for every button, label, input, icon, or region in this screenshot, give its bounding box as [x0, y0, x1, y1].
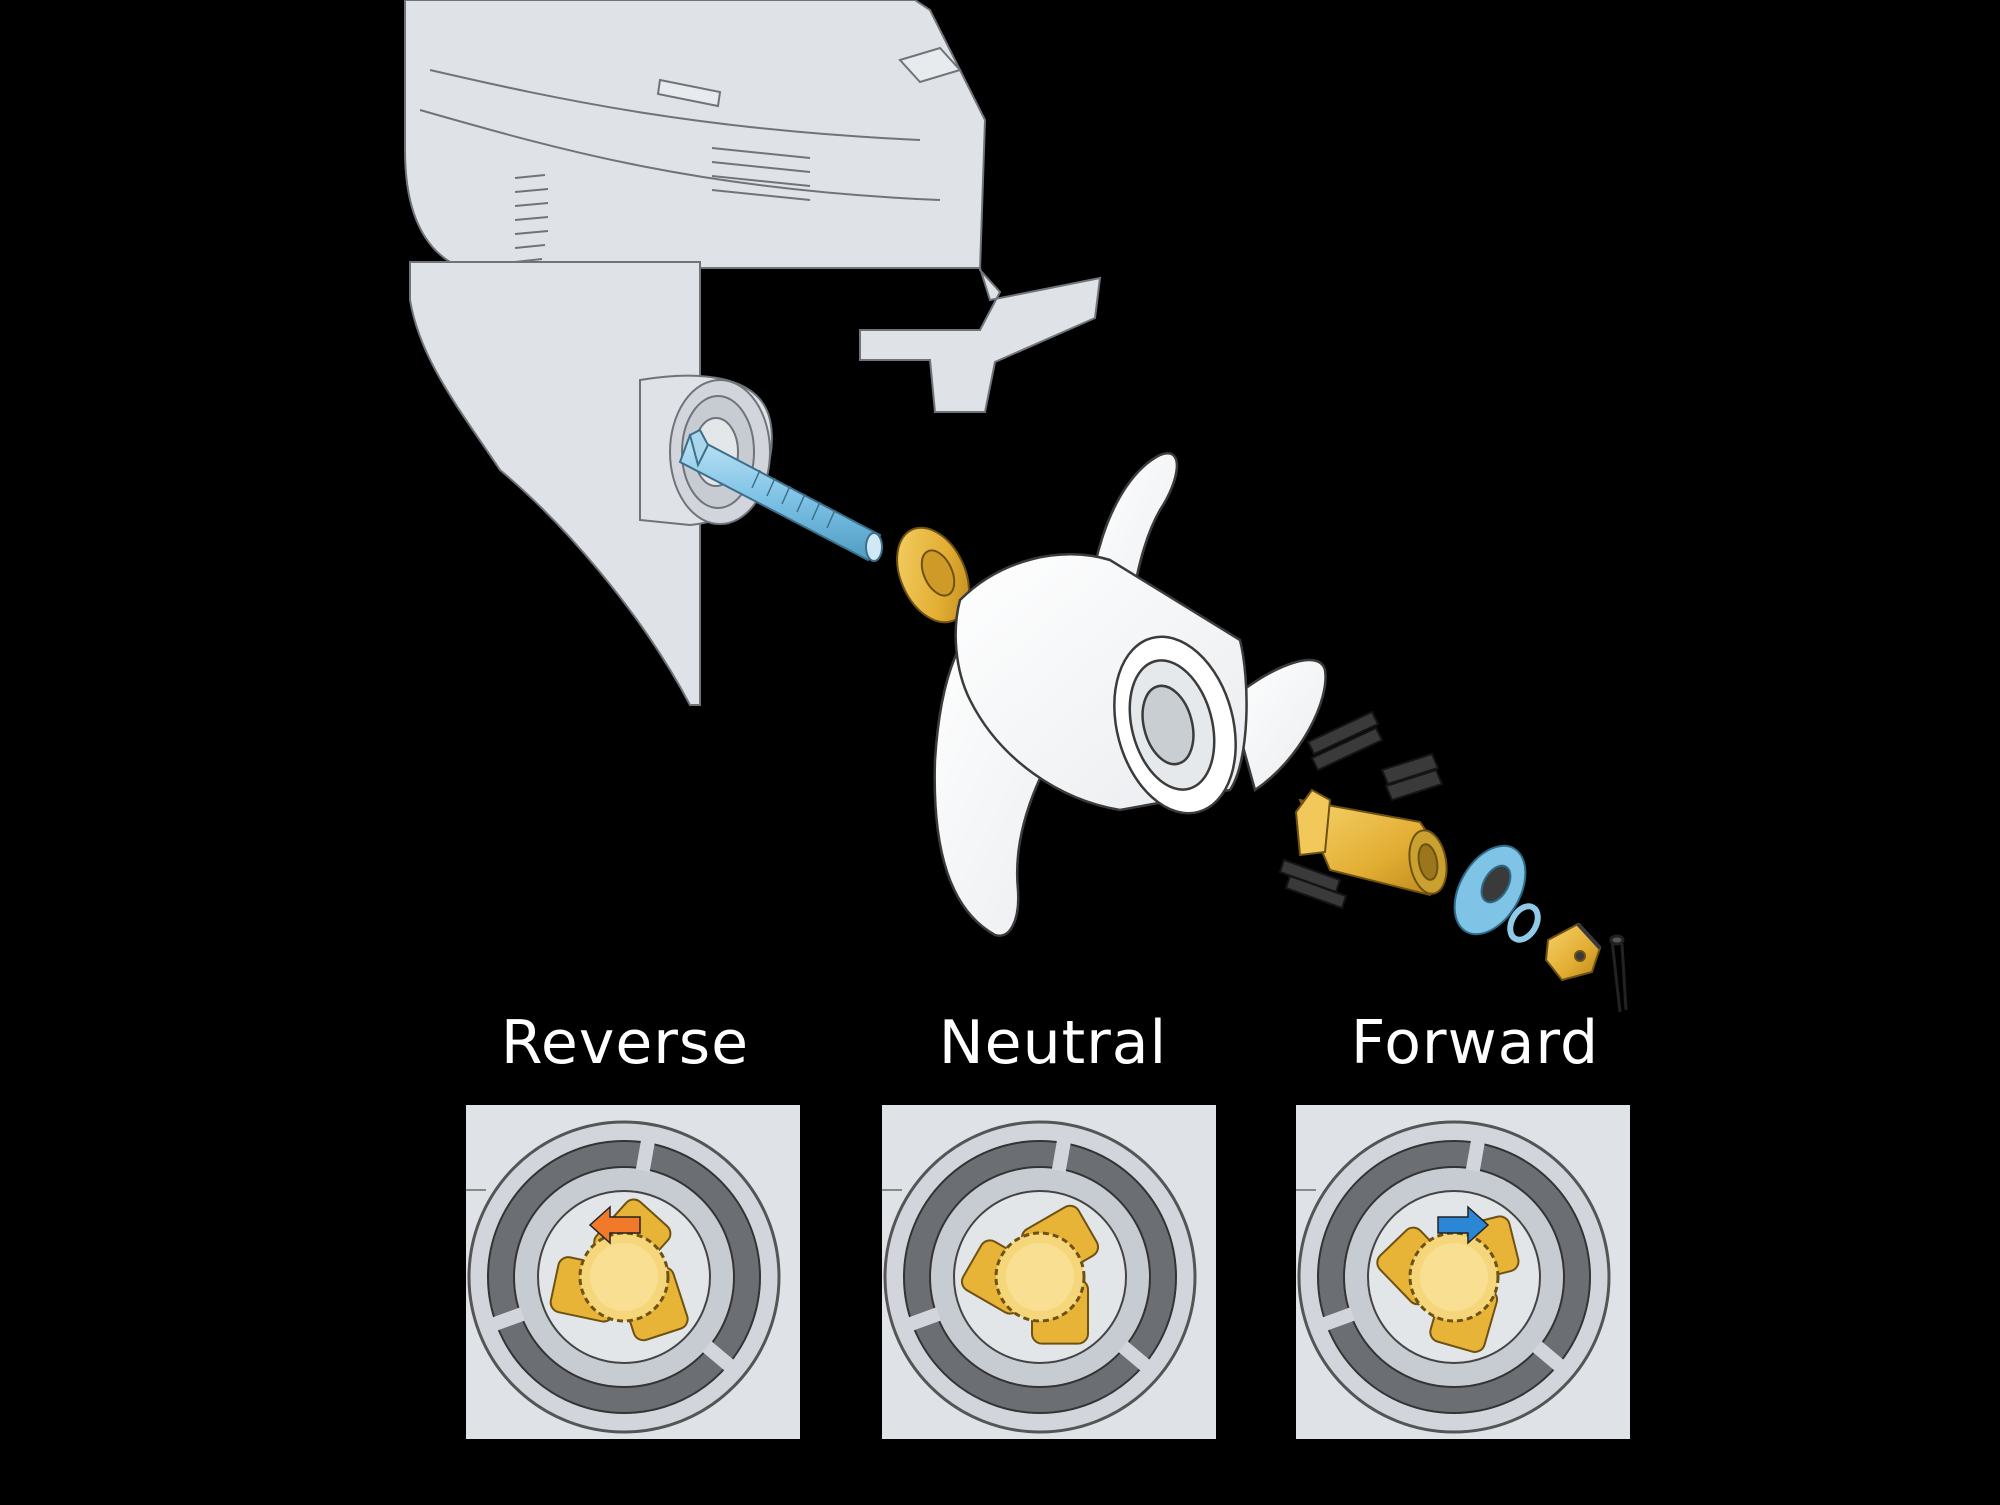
hub-rib — [1059, 1141, 1064, 1171]
hub-rib — [910, 1314, 938, 1324]
hub-rib — [1473, 1141, 1478, 1171]
castle-nut — [1546, 924, 1600, 980]
hub-rib — [643, 1141, 648, 1171]
panels-layer — [466, 1105, 1630, 1439]
neutral-label: Neutral — [888, 1003, 1218, 1083]
reverse-label: Reverse — [460, 1003, 790, 1083]
propeller — [935, 453, 1326, 936]
forward-hub-panel — [1296, 1105, 1630, 1439]
center-face — [1420, 1243, 1488, 1311]
hub-rib — [1324, 1314, 1352, 1324]
reverse-hub-panel — [466, 1105, 800, 1439]
forward-label: Forward — [1310, 1003, 1640, 1083]
center-face — [590, 1243, 658, 1311]
neutral-hub-panel — [882, 1105, 1216, 1439]
spacer — [1440, 833, 1540, 946]
cotter-pin — [1611, 936, 1626, 1012]
hub-rib — [494, 1314, 522, 1324]
center-face — [1006, 1243, 1074, 1311]
